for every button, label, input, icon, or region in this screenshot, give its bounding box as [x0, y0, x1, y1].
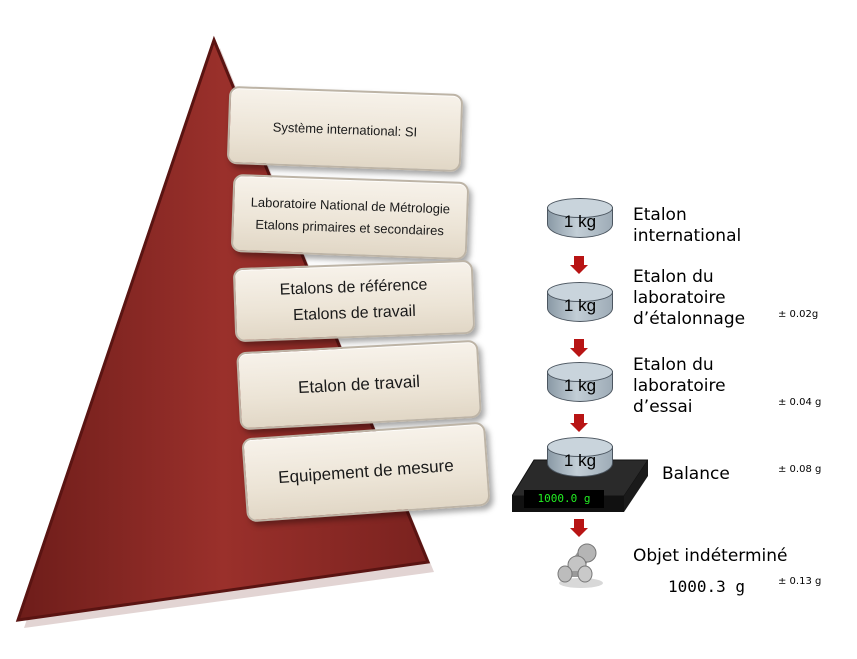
step-line: Objet indéterminé [633, 546, 788, 566]
scale-display: 1000.0 g [524, 490, 604, 508]
step-line: Etalon [633, 205, 687, 225]
step-label-balance: Balance [662, 464, 730, 485]
weight-label: 1 kg [563, 451, 597, 470]
tolerance-label: ± 0.02g [778, 309, 819, 320]
tolerance-label: ± 0.08 g [778, 464, 822, 475]
step-line: Etalon du [633, 355, 714, 375]
step-label-test-lab: Etalon du laboratoire d’essai [633, 355, 726, 418]
step-label-international: Etalon international [633, 205, 741, 247]
dumbbell-icon [557, 543, 603, 588]
step-line: international [633, 226, 742, 246]
weight-label: 1 kg [563, 296, 597, 315]
step-line: Balance [662, 464, 730, 484]
weight-icon: 1 kg [547, 437, 613, 487]
step-line: d’essai [633, 397, 693, 417]
weight-label: 1 kg [563, 212, 597, 231]
step-line: Etalon du [633, 267, 714, 287]
tolerance-label: ± 0.04 g [778, 397, 822, 408]
tolerance-label: ± 0.13 g [778, 576, 822, 587]
object-reading: 1000.3 g [668, 577, 746, 596]
step-line: laboratoire [633, 288, 726, 308]
weight-icon: 1 kg [547, 198, 613, 248]
pyramid-level-equipment: Equipement de mesure [241, 421, 491, 523]
weight-icon: 1 kg [547, 282, 613, 332]
step-label-calibration-lab: Etalon du laboratoire d’étalonnage [633, 267, 745, 330]
level-text: Equipement de mesure [277, 455, 455, 488]
level-text: Système international: SI [272, 118, 418, 140]
step-label-object: Objet indéterminé [633, 546, 788, 567]
weight-label: 1 kg [563, 376, 597, 395]
step-line: laboratoire [633, 376, 726, 396]
level-text: Etalon de travail [297, 371, 421, 398]
weight-icon: 1 kg [547, 362, 613, 412]
level-text: Etalons de travail [292, 302, 417, 325]
pyramid-level-si: Système international: SI [226, 85, 464, 173]
step-line: d’étalonnage [633, 309, 746, 329]
pyramid-level-working: Etalon de travail [236, 339, 482, 431]
pyramid-level-reference: Etalons de référence Etalons de travail [232, 259, 476, 343]
pyramid-level-lnm: Laboratoire National de Métrologie Etalo… [230, 173, 470, 261]
